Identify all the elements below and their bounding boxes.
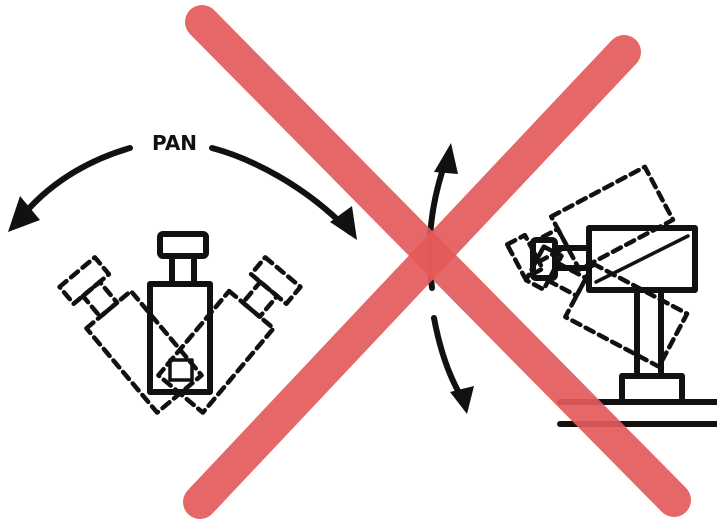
tilt-pedestal-base (619, 373, 685, 405)
camera-tilt-ghost-up (504, 164, 676, 281)
tilt-arrowhead-down (450, 386, 474, 414)
ghost-neck-right (240, 279, 280, 320)
ghost-tilt-top-down (523, 244, 564, 292)
cross-stroke-2 (183, 35, 641, 519)
viewfinder-top (157, 231, 209, 259)
tilt-arc-lower (431, 315, 465, 401)
camera-mount (168, 358, 194, 382)
pan-arc-left (21, 145, 133, 217)
pan-arrowhead-right (330, 206, 357, 240)
ghost-top-right (248, 255, 303, 307)
camera-pan-ghost-left (57, 255, 204, 415)
camera-pan-icon (147, 231, 213, 395)
ghost-top-left (57, 255, 112, 307)
ghost-tilt-top-up (504, 232, 545, 281)
camera-tilt-ghost-down (523, 244, 690, 369)
viewfinder-neck (169, 253, 197, 287)
pan-arrowhead-left (8, 196, 40, 232)
ghost-neck-left (80, 279, 120, 320)
cross-out-icon (183, 5, 691, 519)
pan-diagram: PAN (8, 131, 357, 415)
tilt-diagram (426, 143, 717, 427)
pan-label: PAN (152, 131, 197, 155)
camera-pan-ghost-right (156, 255, 303, 415)
pan-arc-right (209, 145, 353, 235)
tilt-pedestal-column (634, 287, 664, 379)
tilt-arrowhead-up (434, 143, 458, 174)
